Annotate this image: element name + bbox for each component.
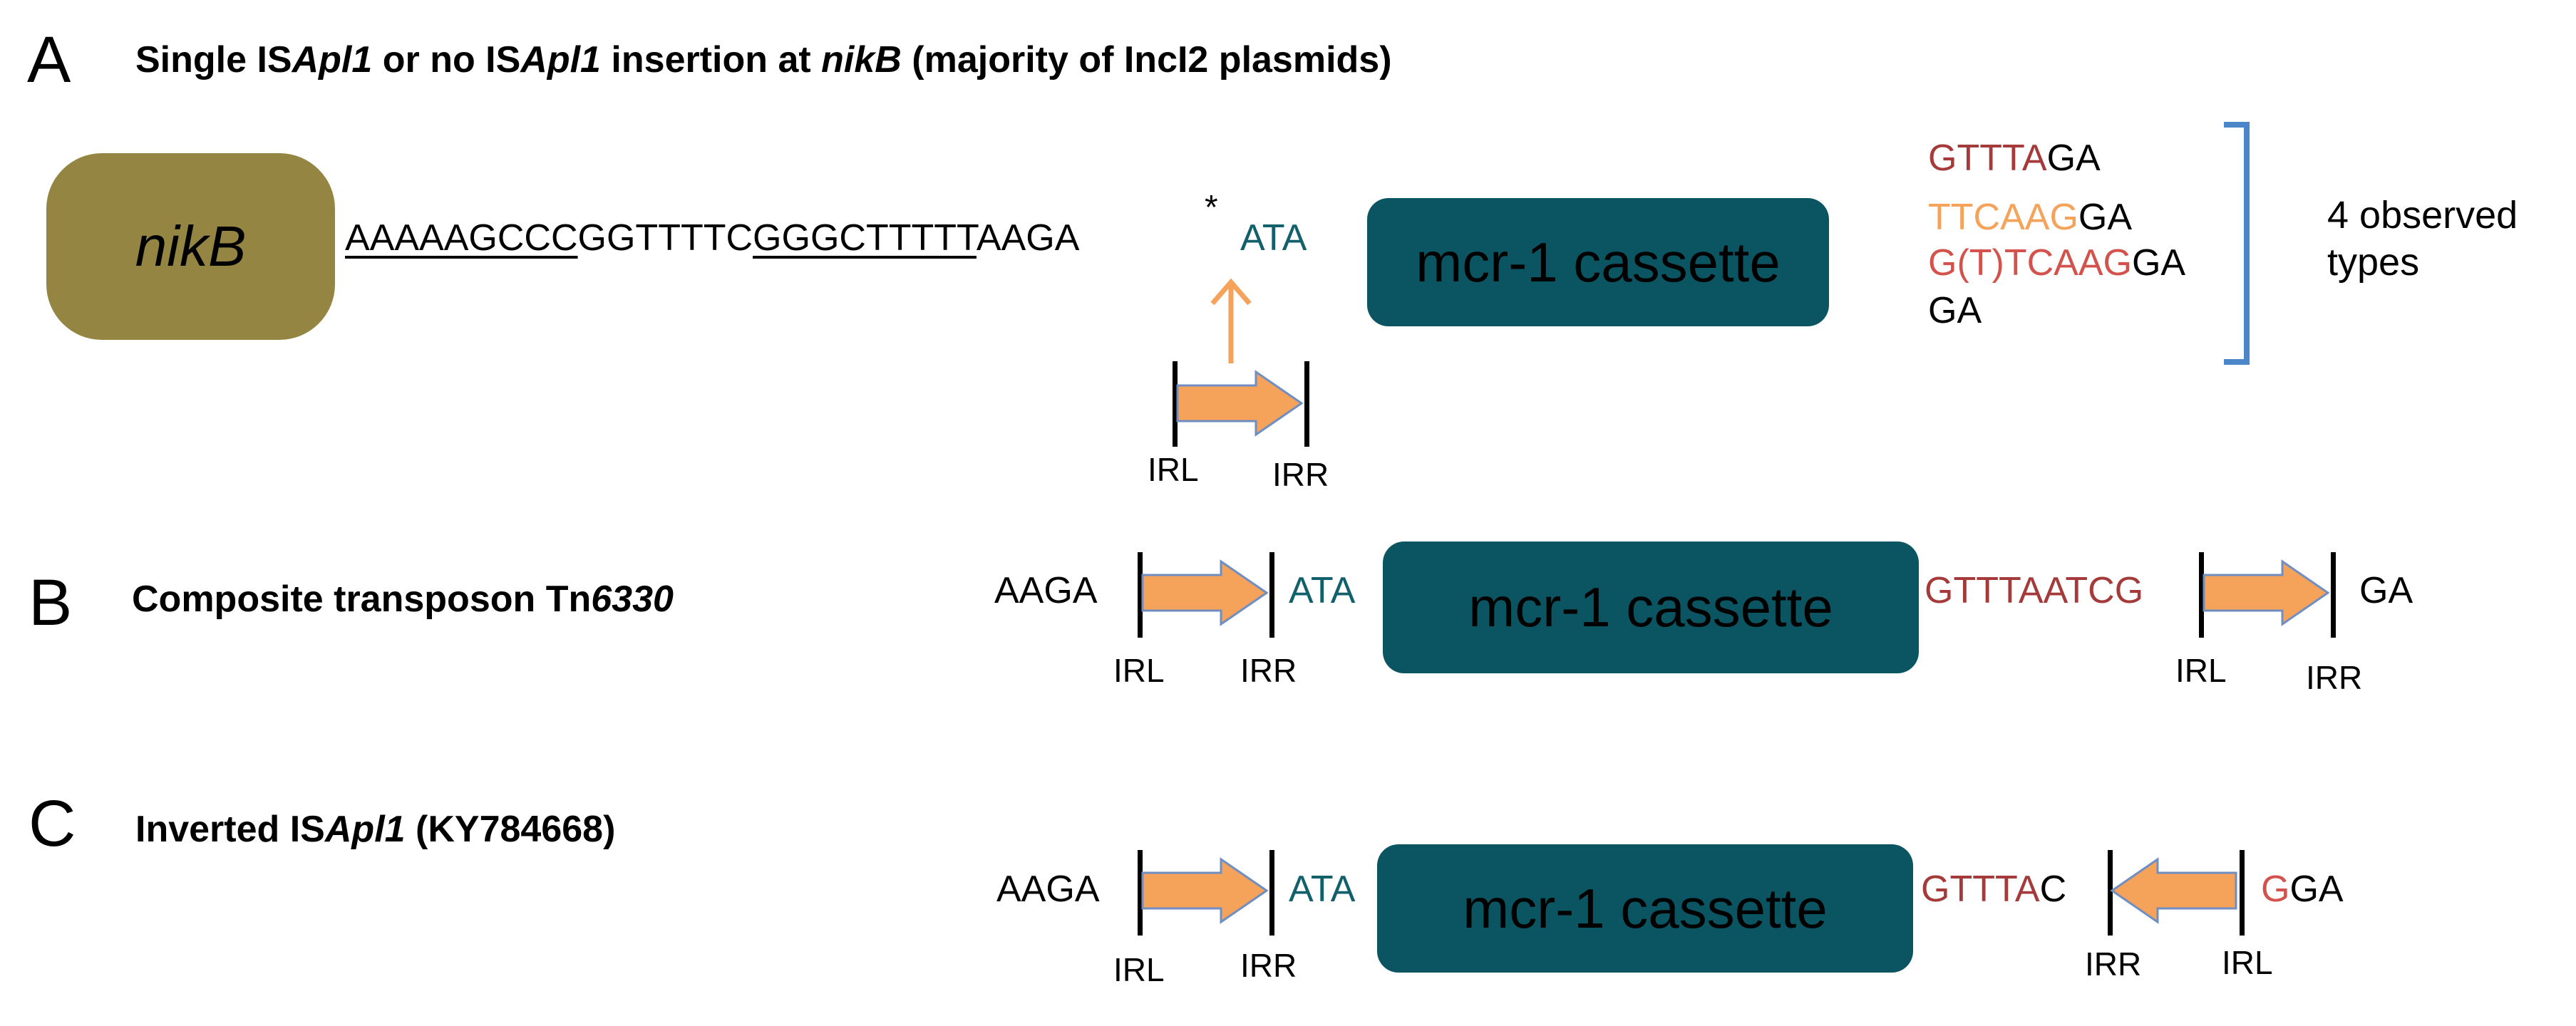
panel-b-cassette-label: mcr-1 cassette <box>1468 576 1833 638</box>
panel-c-heading: Inverted ISApl1 (KY784668) <box>135 809 616 850</box>
panel-c-left-arrow-icon <box>1141 857 1269 924</box>
panel-c-cassette-label: mcr-1 cassette <box>1463 876 1828 940</box>
nikb-target-sequence: AAAAAGCCCGGTTTTCGGGCTTTTTAAGA <box>345 217 1080 259</box>
panel-c-right-irr-label: IRR <box>2085 945 2142 983</box>
panel-a-mcr1-cassette: mcr-1 cassette <box>1367 198 1829 326</box>
panel-c-right-irl-label: IRL <box>2222 944 2273 981</box>
type-line-4: GA <box>1928 290 1982 331</box>
panel-b-left-arrow-icon <box>1141 559 1269 626</box>
panel-b-left-irl-bar <box>1138 552 1143 638</box>
nikb-gene-label: nikB <box>135 214 247 278</box>
panel-b-ata-sequence: ATA <box>1289 570 1356 611</box>
panel-c-end-sequence: GGA <box>2261 869 2344 910</box>
panel-a-irl-label: IRL <box>1148 451 1199 488</box>
panel-a-letter: A <box>27 24 71 96</box>
panel-b-right-arrow-icon <box>2203 559 2330 626</box>
panel-b-left-irr-bar <box>1269 552 1274 638</box>
panel-b-right-sequence: GTTTAATCG <box>1925 570 2144 611</box>
panel-a-irl-bar <box>1173 361 1178 447</box>
panel-a-cassette-label: mcr-1 cassette <box>1416 230 1781 294</box>
panel-c-left-irl-label: IRL <box>1113 951 1165 988</box>
panel-a-heading: Single ISApl1 or no ISApl1 insertion at … <box>135 39 1392 81</box>
panel-c-right-irr-bar <box>2108 850 2113 936</box>
panel-b-mcr1-cassette: mcr-1 cassette <box>1383 542 1919 673</box>
insertion-site-asterisk: * <box>1205 189 1218 227</box>
panel-c-ata-sequence: ATA <box>1289 869 1356 910</box>
panel-c-inverted-arrow-icon <box>2110 857 2237 924</box>
panel-c-left-sequence: AAGA <box>996 869 1100 910</box>
panel-b-left-irr-label: IRR <box>1240 652 1297 689</box>
type-line-1: GTTTAGA <box>1928 138 2101 179</box>
observed-types-label: 4 observed types <box>2327 194 2518 284</box>
panel-c-right-sequence: GTTTAC <box>1921 869 2067 910</box>
panel-b-left-sequence: AAGA <box>994 570 1098 611</box>
panel-c-letter: C <box>29 787 76 860</box>
panel-c-left-irr-bar <box>1269 850 1274 936</box>
panel-a-irr-bar <box>1304 361 1309 447</box>
type-line-2: TTCAAGGA <box>1928 197 2133 238</box>
panel-b-heading: Composite transposon Tn6330 <box>132 579 674 620</box>
panel-a-ata-sequence: ATA <box>1240 217 1307 259</box>
nikb-gene-box: nikB <box>46 153 335 340</box>
panel-b-right-irl-label: IRL <box>2175 652 2227 689</box>
type-line-3: G(T)TCAAGGA <box>1928 242 2186 284</box>
panel-b-end-sequence: GA <box>2359 570 2413 611</box>
panel-c-right-irl-bar <box>2240 850 2245 936</box>
panel-b-letter: B <box>29 566 73 639</box>
panel-b-right-irl-bar <box>2199 552 2204 638</box>
panel-c-left-irr-label: IRR <box>1240 947 1297 984</box>
panel-b-right-irr-label: IRR <box>2306 659 2363 696</box>
panel-c-mcr1-cassette: mcr-1 cassette <box>1377 844 1913 973</box>
panel-b-right-irr-bar <box>2331 552 2336 638</box>
panel-a-irr-label: IRR <box>1272 456 1329 493</box>
panel-b-left-irl-label: IRL <box>1113 652 1165 689</box>
panel-c-left-irl-bar <box>1138 850 1143 936</box>
